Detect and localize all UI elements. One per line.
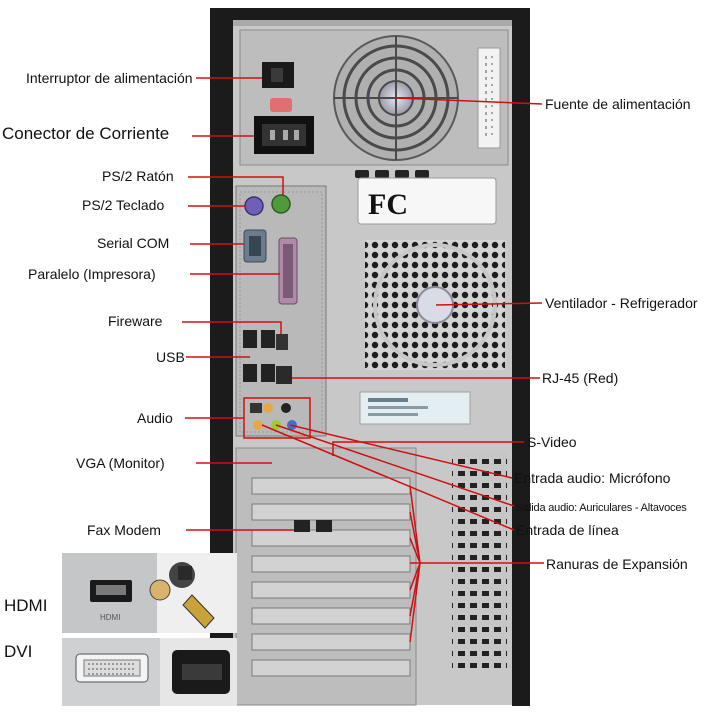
ps2-mouse-port bbox=[271, 194, 291, 214]
callout-expansion-6 bbox=[409, 562, 421, 643]
fax-modem-ports bbox=[294, 520, 332, 532]
label-ps2-mouse: PS/2 Ratón bbox=[102, 168, 174, 184]
label-power-supply: Fuente de alimentación bbox=[545, 96, 691, 112]
fcc-sticker: FC bbox=[357, 177, 497, 225]
firewire-port bbox=[276, 334, 288, 350]
power-switch bbox=[262, 62, 294, 88]
label-dvi: DVI bbox=[4, 642, 33, 661]
label-mic-in: Entrada audio: Micrófono bbox=[514, 470, 671, 486]
expansion-slot-area bbox=[235, 447, 417, 706]
usb-ports bbox=[243, 330, 275, 382]
callout-fan bbox=[435, 302, 543, 306]
dvi-photo bbox=[62, 638, 237, 706]
label-rj45: RJ-45 (Red) bbox=[542, 370, 619, 386]
label-expansion-slots: Ranuras de Expansión bbox=[546, 556, 688, 572]
parallel-port bbox=[278, 237, 298, 305]
fcc-logo: FC bbox=[368, 188, 408, 221]
label-audio-out: Salida audio: Auriculares - Altavoces bbox=[516, 502, 687, 514]
label-svideo: S-Video bbox=[527, 434, 577, 450]
hdmi-photo: HDMI bbox=[62, 553, 237, 633]
rj45-port bbox=[276, 366, 292, 384]
callout-mic-in bbox=[289, 424, 513, 479]
label-hdmi: HDMI bbox=[4, 596, 48, 615]
rear-fan-grille bbox=[365, 240, 505, 370]
label-audio: Audio bbox=[137, 410, 173, 426]
label-line-in: Entrada de línea bbox=[516, 522, 619, 538]
callout-expansion-1 bbox=[409, 485, 421, 564]
top-vent-holes bbox=[355, 170, 429, 178]
ps2-keyboard-port bbox=[244, 196, 264, 216]
side-vent-grid bbox=[452, 452, 507, 668]
callout-power-supply bbox=[395, 97, 543, 105]
voltage-selector bbox=[270, 98, 292, 112]
callout-expansion-3 bbox=[409, 537, 421, 564]
label-vga: VGA (Monitor) bbox=[76, 455, 165, 471]
hdmi-port-text: HDMI bbox=[100, 613, 120, 622]
callout-svideo bbox=[332, 441, 524, 456]
serial-sticker bbox=[359, 391, 471, 425]
callout-firewire bbox=[182, 321, 282, 334]
callout-ps2-mouse bbox=[188, 176, 284, 196]
callout-expansion-2 bbox=[409, 511, 421, 564]
case-foot bbox=[512, 640, 530, 706]
label-power-connector: Conector de Corriente bbox=[2, 124, 170, 143]
label-ps2-keyboard: PS/2 Teclado bbox=[82, 197, 165, 213]
power-connector bbox=[254, 116, 314, 154]
label-power-switch: Interruptor de alimentación bbox=[26, 70, 193, 86]
callout-line-in bbox=[261, 424, 515, 531]
label-parallel: Paralelo (Impresora) bbox=[28, 266, 156, 282]
callout-expansion-4 bbox=[409, 562, 421, 591]
label-fax-modem: Fax Modem bbox=[87, 522, 161, 538]
label-serial-com: Serial COM bbox=[97, 235, 170, 251]
label-usb: USB bbox=[156, 349, 185, 365]
io-panel bbox=[235, 185, 327, 437]
label-firewire: Fireware bbox=[108, 313, 163, 329]
serial-com-port bbox=[243, 229, 267, 263]
callout-lines bbox=[182, 77, 544, 643]
label-fan: Ventilador - Refrigerador bbox=[545, 295, 698, 311]
callout-audio-out bbox=[275, 424, 515, 507]
